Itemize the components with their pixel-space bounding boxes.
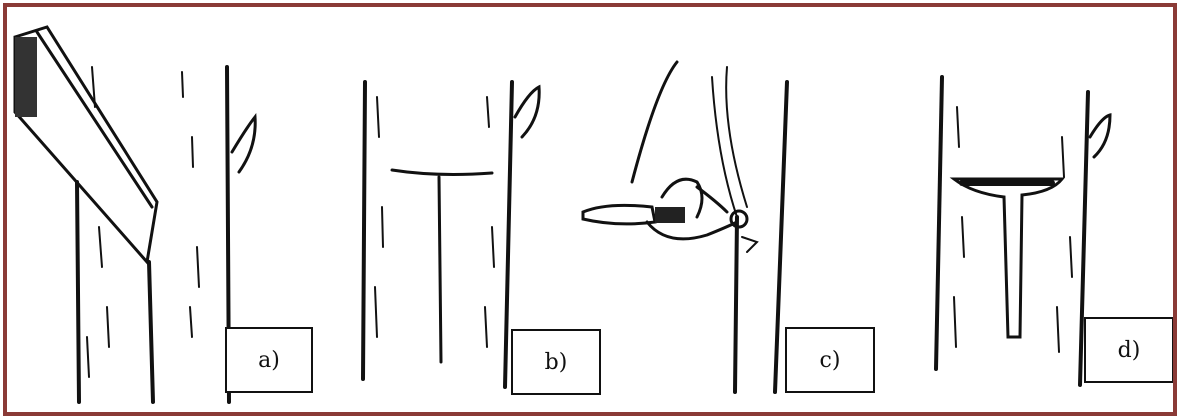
panel-d-label: d) <box>1084 317 1174 383</box>
panel-c-label: c) <box>785 327 875 393</box>
panel-b: b) <box>337 7 617 412</box>
panel-d: d) <box>912 7 1173 412</box>
panel-a-label: a) <box>225 327 313 393</box>
panel-a: a) <box>7 7 327 412</box>
figure-frame: a) b) <box>3 3 1177 416</box>
panel-c: c) <box>577 7 897 412</box>
